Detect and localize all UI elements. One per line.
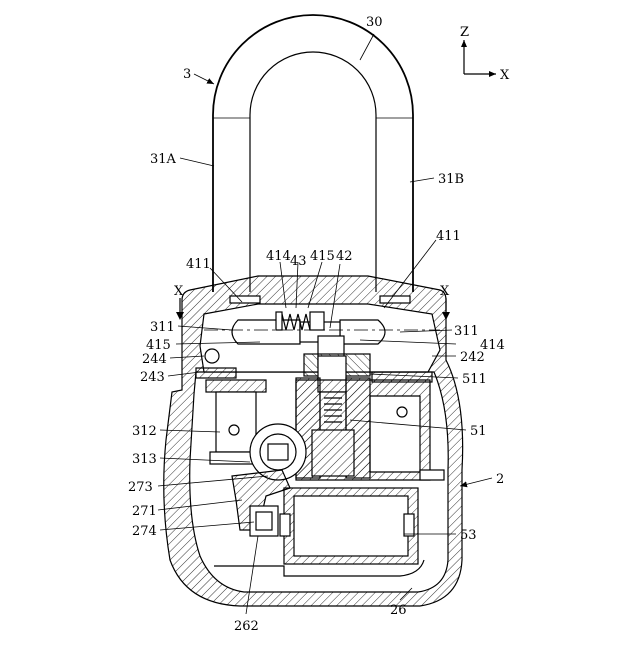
label-274: 274 <box>132 524 157 539</box>
label-415-left: 415 <box>146 338 171 353</box>
label-271: 271 <box>132 504 157 519</box>
label-312: 312 <box>132 424 157 439</box>
label-411-left: 411 <box>186 257 211 272</box>
label-262: 262 <box>234 619 259 634</box>
label-311-left: 311 <box>150 320 175 335</box>
label-53: 53 <box>460 528 477 543</box>
label-242: 242 <box>460 350 485 365</box>
label-273: 273 <box>128 480 153 495</box>
label-311-right: 311 <box>454 324 479 339</box>
label-42: 42 <box>336 249 353 264</box>
label-313: 313 <box>132 452 157 467</box>
label-511: 511 <box>462 372 487 387</box>
label-30: 30 <box>366 15 383 30</box>
label-243: 243 <box>140 370 165 385</box>
motor-53 <box>280 470 444 564</box>
label-414-top: 414 <box>266 249 291 264</box>
label-51: 51 <box>470 424 487 439</box>
label-415-top: 415 <box>310 249 335 264</box>
axis-indicator <box>464 40 496 74</box>
label-26: 26 <box>390 603 407 618</box>
ball-244 <box>205 349 219 363</box>
section-mark-left: X <box>174 284 184 299</box>
label-31B: 31B <box>438 172 464 187</box>
label-31A: 31A <box>150 152 177 167</box>
label-3: 3 <box>183 67 191 82</box>
label-2: 2 <box>496 472 504 487</box>
axis-x-label: X <box>500 68 510 83</box>
shaft-262 <box>250 506 278 536</box>
label-244: 244 <box>142 352 167 367</box>
axis-z-label: Z <box>460 25 469 40</box>
label-43: 43 <box>290 254 307 269</box>
label-411-right: 411 <box>436 229 461 244</box>
section-mark-right: X <box>440 284 450 299</box>
